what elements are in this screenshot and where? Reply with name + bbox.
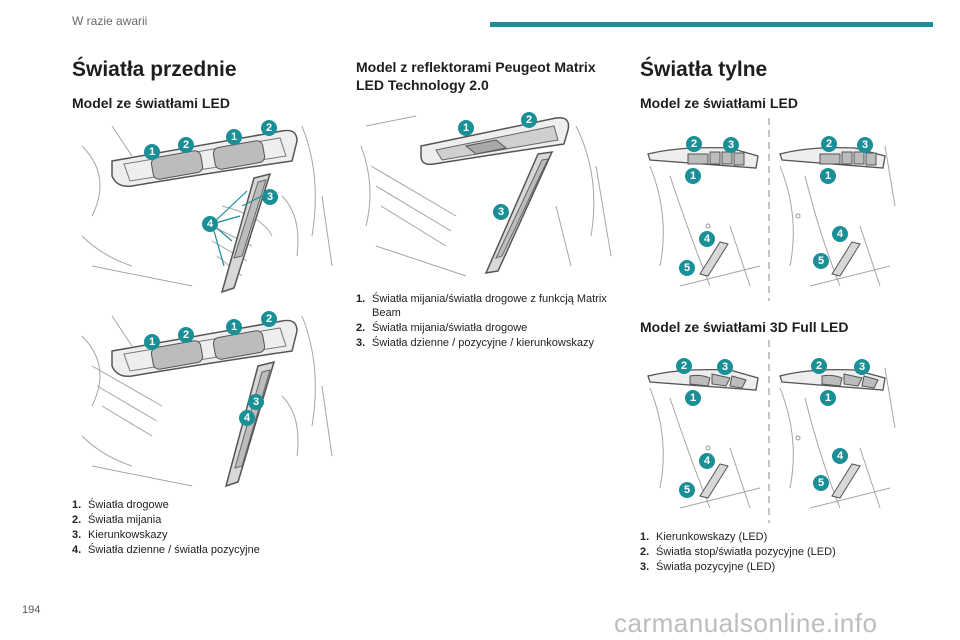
front-led-illustration-bottom: 1 2 1 2 3 4: [72, 306, 337, 491]
callout-2: 2: [183, 139, 189, 151]
callout-4: 4: [704, 455, 711, 467]
page-number: 194: [22, 604, 41, 616]
rear-lights-legend: 1.Kierunkowskazy (LED) 2.Światła stop/św…: [640, 530, 900, 575]
callout-1: 1: [149, 146, 155, 158]
callout-2: 2: [681, 360, 687, 372]
callout-2: 2: [691, 138, 697, 150]
rear-lamp-left: [647, 368, 759, 391]
callout-badges: 1 2 1 2 3 4: [144, 120, 278, 232]
rear-lamp-right: [779, 146, 886, 169]
rear-lamp-left: [647, 146, 759, 169]
rear-lights-title: Światła tylne: [640, 58, 768, 81]
callout-1: 1: [690, 170, 696, 182]
legend-item: 3.Światła dzienne / pozycyjne / kierunko…: [356, 337, 594, 349]
callout-1: 1: [690, 392, 696, 404]
callout-1: 1: [463, 122, 469, 134]
rear-led-illustration: 2 3 1 4 5 2 3 1 4 5: [640, 116, 902, 301]
callout-2: 2: [183, 329, 189, 341]
legend-item: 1.Światła drogowe: [72, 499, 169, 511]
header-accent-bar: [490, 22, 933, 27]
rear-led-subtitle: Model ze światłami LED: [640, 95, 798, 111]
legend-item: 2.Światła stop/światła pozycyjne (LED): [640, 546, 836, 558]
rear-lamp-right: [779, 368, 886, 391]
callout-5: 5: [818, 477, 824, 489]
matrix-led-illustration: 1 2 3: [356, 106, 620, 284]
callout-2: 2: [826, 138, 832, 150]
callout-3: 3: [728, 139, 734, 151]
front-led-illustration-top: 1 2 1 2 3 4: [72, 116, 337, 296]
front-led-legend: 1.Światła drogowe 2.Światła mijania 3.Ki…: [72, 498, 342, 558]
callout-4: 4: [244, 412, 251, 424]
callout-1: 1: [231, 321, 237, 333]
legend-item: 1.Kierunkowskazy (LED): [640, 531, 768, 543]
callout-3: 3: [859, 361, 865, 373]
callout-1: 1: [231, 131, 237, 143]
callout-5: 5: [818, 255, 824, 267]
callout-5: 5: [684, 484, 690, 496]
callout-5: 5: [684, 262, 690, 274]
front-led-subtitle: Model ze światłami LED: [72, 95, 230, 111]
callout-4: 4: [837, 228, 844, 240]
callout-1: 1: [825, 170, 831, 182]
watermark: carmanualsonline.info: [614, 608, 878, 638]
callout-2: 2: [816, 360, 822, 372]
callout-3: 3: [722, 361, 728, 373]
callout-2: 2: [266, 122, 272, 134]
callout-3: 3: [498, 206, 504, 218]
callout-4: 4: [837, 450, 844, 462]
callout-3: 3: [253, 396, 259, 408]
callout-3: 3: [862, 139, 868, 151]
front-lights-title: Światła przednie: [72, 58, 237, 81]
rear-full-led-subtitle: Model ze światłami 3D Full LED: [640, 319, 849, 335]
legend-item: 3.Światła pozycyjne (LED): [640, 561, 776, 573]
callout-2: 2: [526, 114, 532, 126]
matrix-led-legend: 1.Światła mijania/światła drogowe z funk…: [356, 292, 621, 351]
legend-item: 2.Światła mijania/światła drogowe: [356, 322, 528, 334]
legend-item: 1.Światła mijania/światła drogowe z funk…: [356, 293, 607, 319]
callout-3: 3: [267, 191, 273, 203]
rear-full-led-illustration: 2 3 1 4 5 2 3 1 4 5: [640, 338, 902, 523]
callout-1: 1: [149, 336, 155, 348]
legend-item: 3.Kierunkowskazy: [72, 529, 168, 541]
legend-item: 2.Światła mijania: [72, 514, 162, 526]
callout-2: 2: [266, 313, 272, 325]
matrix-model-subtitle: Model z reflektorami Peugeot Matrix LED …: [356, 59, 596, 93]
callout-4: 4: [207, 218, 214, 230]
section-title: W razie awarii: [72, 14, 148, 28]
legend-item: 4.Światła dzienne / światła pozycyjne: [72, 544, 260, 556]
callout-4: 4: [704, 233, 711, 245]
callout-1: 1: [825, 392, 831, 404]
